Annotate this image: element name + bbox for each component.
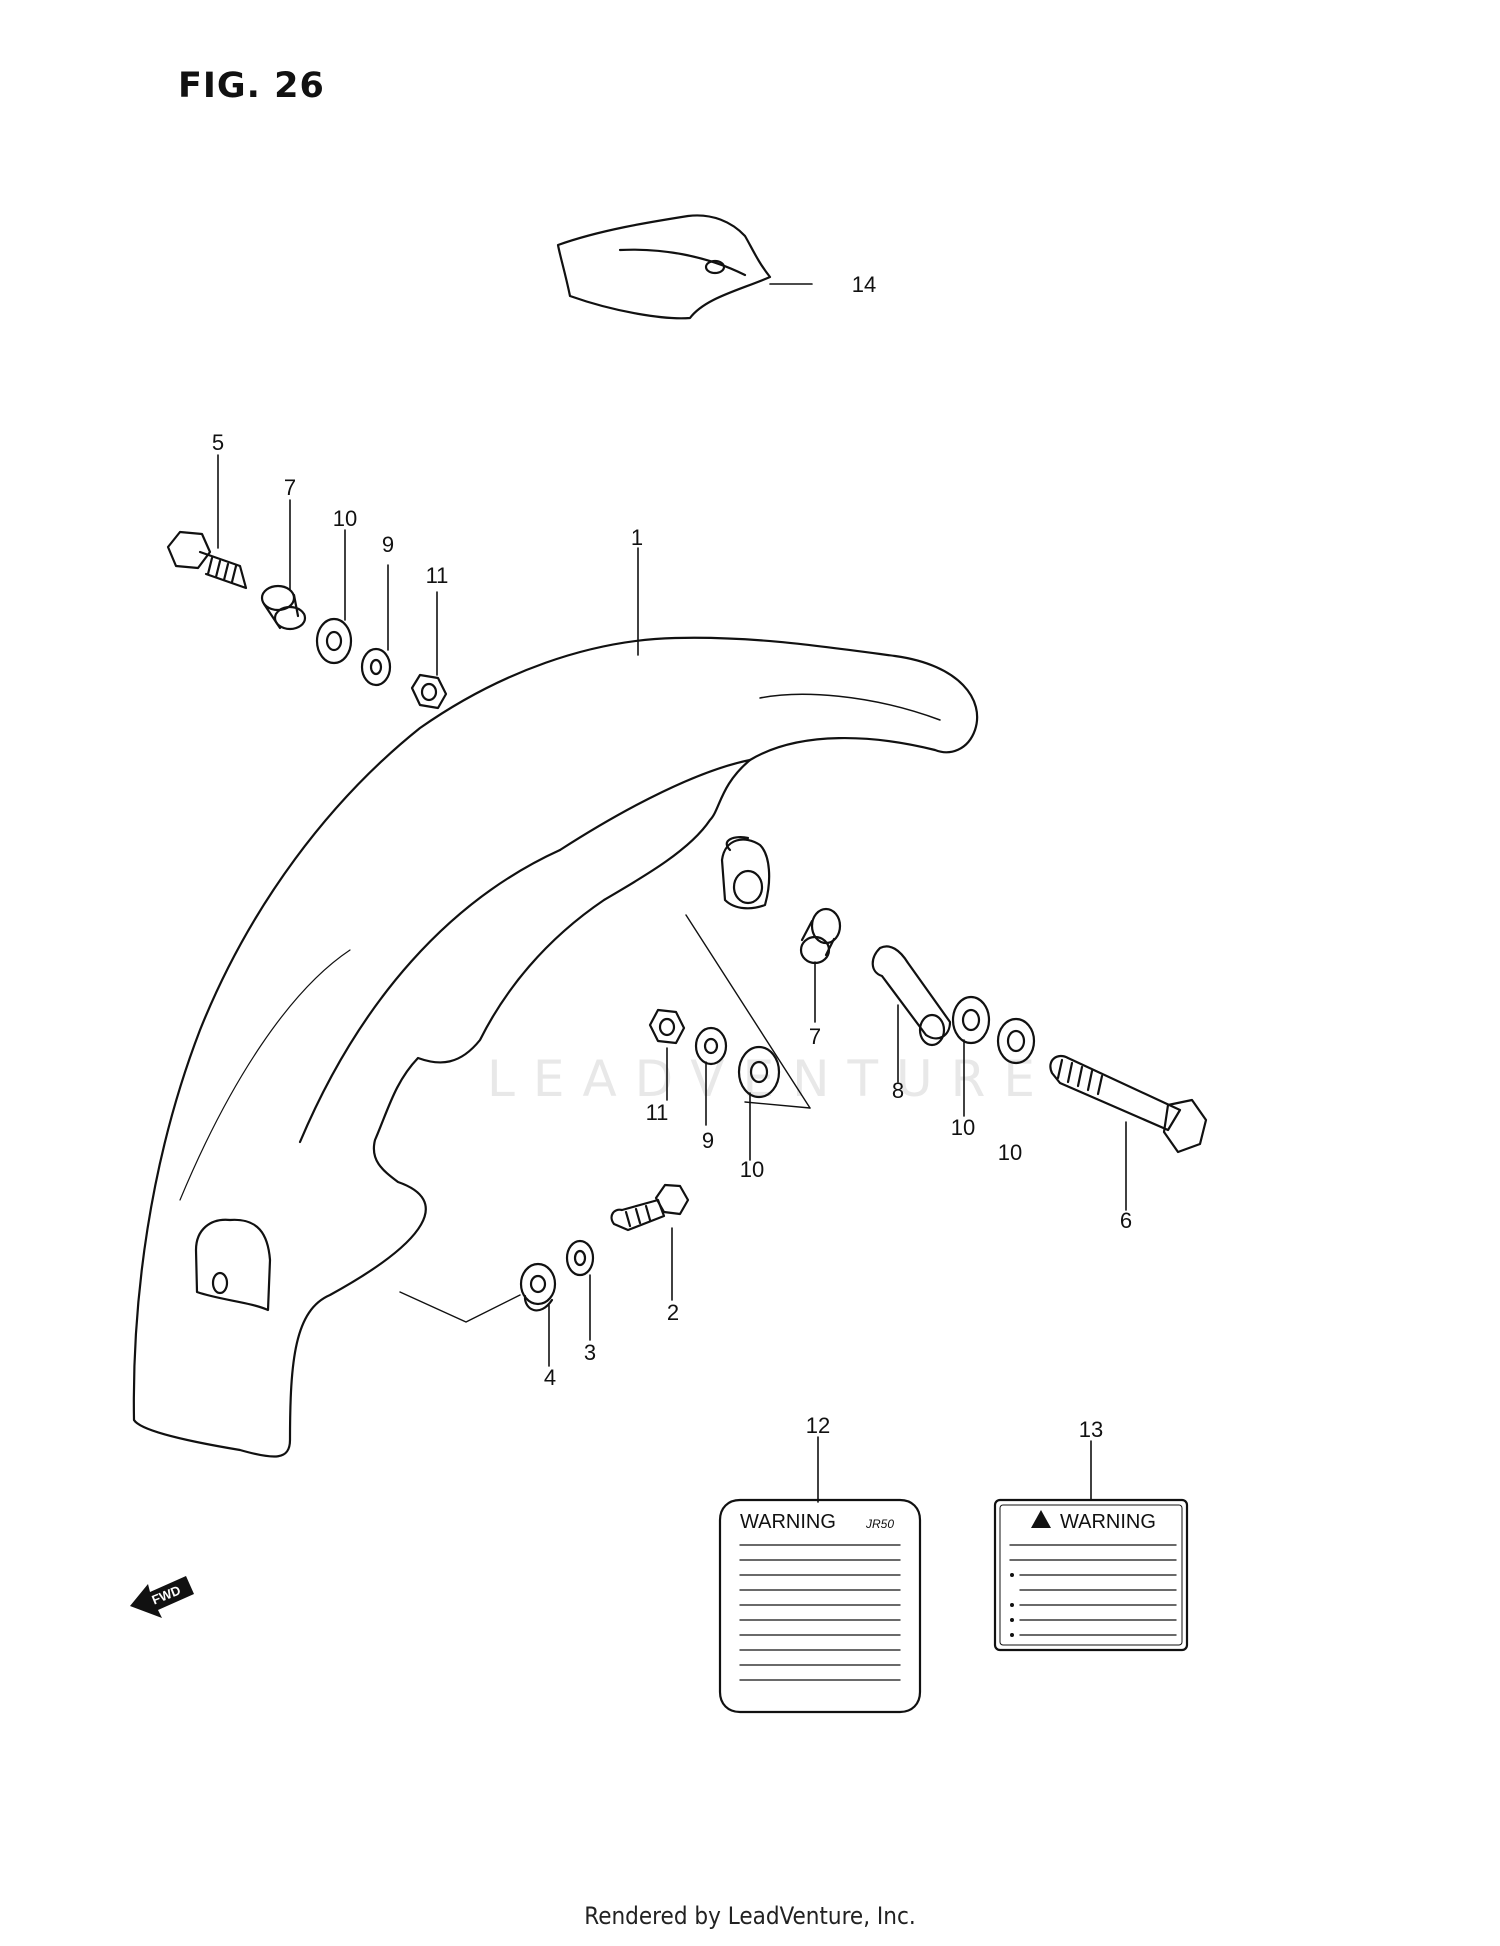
washer-10-right-b-part <box>996 1017 1036 1065</box>
callout-2: 2 <box>667 1300 679 1325</box>
lock-washer-9-lower-part <box>694 1026 728 1126</box>
nut-11-upper-part <box>410 591 448 710</box>
washer-10-right-a-part <box>951 995 991 1117</box>
spacer-8-part <box>871 945 952 1083</box>
bolt-6-part <box>1049 1054 1208 1211</box>
figure-title: FIG. 26 <box>178 66 325 106</box>
footer-credit: Rendered by LeadVenture, Inc. <box>584 1902 916 1930</box>
callout-10-right-a: 10 <box>951 1115 975 1140</box>
callout-8: 8 <box>892 1078 904 1103</box>
bolt-5-part <box>166 454 248 590</box>
callout-11-upper: 11 <box>426 563 449 588</box>
callout-12: 12 <box>806 1413 830 1438</box>
lock-washer-9-upper-part <box>360 564 392 687</box>
callout-10-right-b: 10 <box>998 1140 1022 1165</box>
collar-4-part <box>519 1262 557 1367</box>
mud-flap-part <box>556 214 813 320</box>
label12-heading: WARNING <box>740 1511 836 1533</box>
rear-fender-part <box>132 547 979 1458</box>
callout-10-upper: 10 <box>333 506 357 531</box>
washer-10-lower-part <box>737 1045 781 1161</box>
callout-11-lower: 11 <box>646 1100 669 1125</box>
watermark: LEADVENTURE <box>487 1050 1053 1108</box>
nut-11-lower-part <box>648 1008 686 1101</box>
warning-label-12-part <box>718 1436 922 1714</box>
callout-1: 1 <box>631 525 643 550</box>
callout-7-lower: 7 <box>809 1024 821 1049</box>
collar-7-upper-part <box>260 499 307 631</box>
callout-6: 6 <box>1120 1208 1132 1233</box>
callout-14: 14 <box>852 272 876 297</box>
washer-3-part <box>565 1239 595 1341</box>
callout-7-upper: 7 <box>284 475 296 500</box>
callout-3: 3 <box>584 1340 596 1365</box>
callout-10-lower: 10 <box>740 1157 764 1182</box>
callout-9-upper: 9 <box>382 532 394 557</box>
callout-9-lower: 9 <box>702 1128 714 1153</box>
bolt-2-part <box>610 1183 690 1301</box>
callout-4: 4 <box>544 1365 556 1390</box>
callout-5: 5 <box>212 430 224 455</box>
callout-13: 13 <box>1079 1417 1103 1442</box>
warning-label-13-part <box>993 1440 1189 1652</box>
warning-triangle-icon <box>1031 1510 1051 1528</box>
label12-model: JR50 <box>865 1517 894 1531</box>
forward-arrow-icon: FWD <box>130 1576 194 1618</box>
label13-heading: WARNING <box>1060 1511 1156 1533</box>
collar-7-lower-part <box>799 907 842 1023</box>
washer-10-upper-part <box>315 529 353 665</box>
